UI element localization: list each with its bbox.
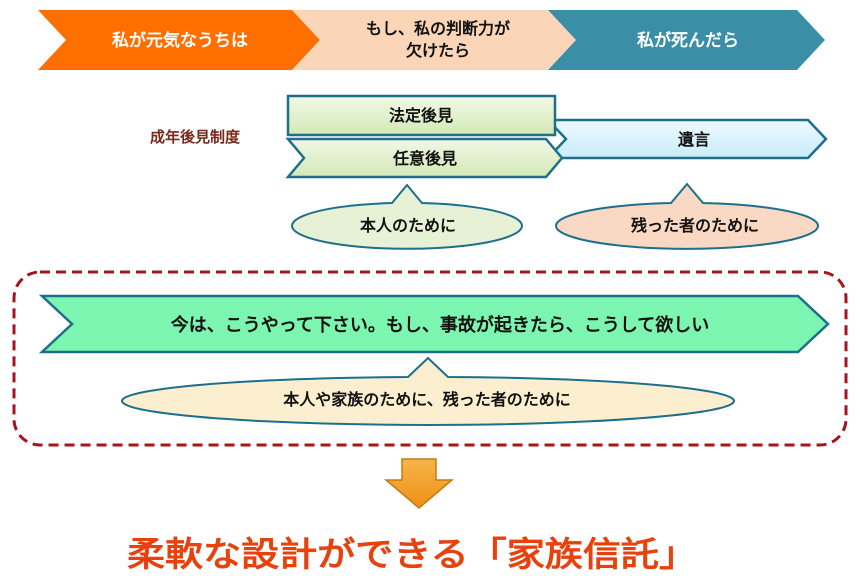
phase-impaired: もし、私の判断力が 欠けたら [292, 10, 576, 70]
trust-purpose-label: 本人や家族のために、残った者のために [283, 390, 571, 409]
phase-impaired-label-line1: もし、私の判断力が [366, 19, 510, 38]
trust-instruction-banner-shape [38, 294, 830, 354]
for-survivors-label: 残った者のために [631, 216, 759, 235]
phase-impaired-label-line2: 欠けたら [406, 41, 470, 60]
phase-healthy-chevron [38, 10, 320, 70]
will-box: 遺言 [545, 118, 828, 160]
phase-healthy-label: 私が元気なうちは [112, 30, 248, 51]
trust-instruction-label: 今は、こうやって下さい。もし、事故が起きたら、こうして欲しい [171, 314, 710, 336]
timeline: 私が元気なうちは もし、私の判断力が 欠けたら 私が死んだら [38, 10, 825, 70]
phase-deceased-label: 私が死んだら [637, 30, 739, 51]
phase-deceased-chevron [548, 10, 825, 70]
for-self-bubble-shape [291, 183, 523, 250]
guardianship-system-label: 成年後見制度 [150, 128, 241, 146]
phase-healthy: 私が元気なうちは [38, 10, 320, 70]
family-trust-frame [12, 270, 848, 447]
statutory-guardianship-shape [286, 94, 557, 137]
trust-purpose-bubble-shape [121, 356, 735, 426]
will-label: 遺言 [678, 130, 710, 149]
trust-instruction-banner: 今は、こうやって下さい。もし、事故が起きたら、こうして欲しい [38, 294, 830, 354]
phase-deceased: 私が死んだら [548, 10, 825, 70]
statutory-guardianship-box: 法定後見 [286, 94, 557, 137]
phase-impaired-chevron [292, 10, 576, 70]
statutory-guardianship-label: 法定後見 [389, 106, 453, 125]
for-self-label: 本人のために [360, 216, 456, 235]
voluntary-guardianship-box: 任意後見 [285, 137, 564, 179]
for-self-bubble: 本人のために [291, 183, 523, 250]
voluntary-guardianship-shape [285, 137, 564, 179]
for-survivors-bubble-shape [555, 182, 819, 250]
conclusion-heading: 柔軟な設計ができる「家族信託」 [127, 535, 697, 575]
trust-purpose-bubble: 本人や家族のために、残った者のために [121, 356, 735, 426]
will-arrow-shape [545, 118, 828, 160]
down-arrow-icon [383, 458, 455, 509]
for-survivors-bubble: 残った者のために [555, 182, 819, 250]
voluntary-guardianship-label: 任意後見 [392, 149, 457, 168]
